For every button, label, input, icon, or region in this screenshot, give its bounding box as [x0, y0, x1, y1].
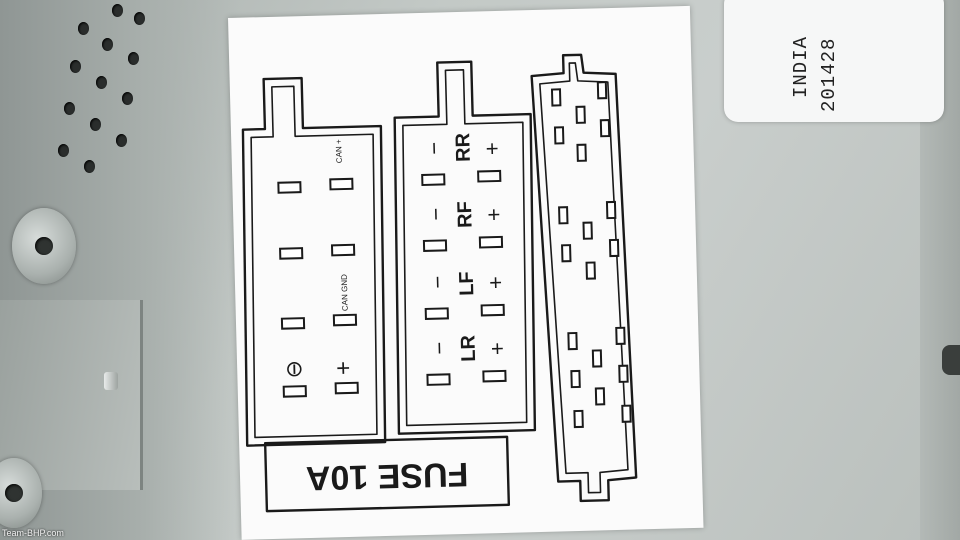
left-connector-outline [241, 76, 387, 447]
vent-hole [58, 144, 69, 157]
metal-bracket [0, 300, 143, 490]
vent-hole [134, 12, 145, 25]
rf-label: RF [454, 201, 477, 228]
lf-label: LF [456, 271, 479, 296]
vent-hole [122, 92, 133, 105]
right-connector-outline [530, 53, 638, 503]
serial-label: INDIA 201428 [724, 0, 944, 122]
vent-hole [64, 102, 75, 115]
lr-plus: + [485, 342, 510, 356]
middle-connector-outline [393, 60, 537, 435]
vent-hole [102, 38, 113, 51]
can-gnd-label: CAN GND [340, 274, 350, 311]
lr-label: LR [457, 334, 480, 362]
label-code: 201428 [818, 37, 840, 112]
vent-hole [96, 76, 107, 89]
right-connector-inner [539, 62, 629, 494]
middle-connector-pins [421, 169, 507, 386]
label-country: INDIA [790, 35, 812, 98]
left-connector-pins [277, 177, 359, 398]
rr-label: RR [452, 132, 475, 162]
vent-hole [90, 118, 101, 131]
plus-label: + [330, 361, 357, 376]
mounting-hole [5, 484, 23, 502]
vent-hole [84, 160, 95, 173]
fuse-label-box [263, 435, 511, 513]
vent-hole [112, 4, 123, 17]
right-connector-pins [550, 81, 632, 429]
pinout-sticker: CAN + CAN GND ⊖ + RR RF LF LR − + − + − … [228, 5, 704, 540]
vent-hole [78, 22, 89, 35]
left-connector-inner [250, 85, 378, 439]
screw-icon [104, 372, 118, 390]
rr-minus: − [421, 141, 446, 155]
mounting-hole [35, 237, 53, 255]
pinout-diagram: CAN + CAN GND ⊖ + RR RF LF LR − + − + − … [241, 53, 638, 513]
housing-notch [942, 345, 960, 375]
ground-symbol-icon: ⊖ [282, 360, 307, 379]
fuse-label: FUSE 10A [305, 455, 468, 497]
rf-minus: − [423, 207, 448, 221]
vent-hole [116, 134, 127, 147]
vent-hole [128, 52, 139, 65]
mounting-boss [12, 208, 76, 284]
can-plus-label: CAN + [334, 139, 344, 163]
lf-minus: − [425, 275, 450, 289]
middle-connector-inner [402, 69, 528, 427]
polarity-marks: − + − + − + − + [421, 141, 510, 356]
rf-plus: + [481, 208, 506, 222]
vent-hole [70, 60, 81, 73]
watermark: Team-BHP.com [2, 528, 64, 538]
lr-minus: − [427, 341, 452, 355]
lf-plus: + [483, 276, 508, 290]
rr-plus: + [479, 142, 504, 156]
